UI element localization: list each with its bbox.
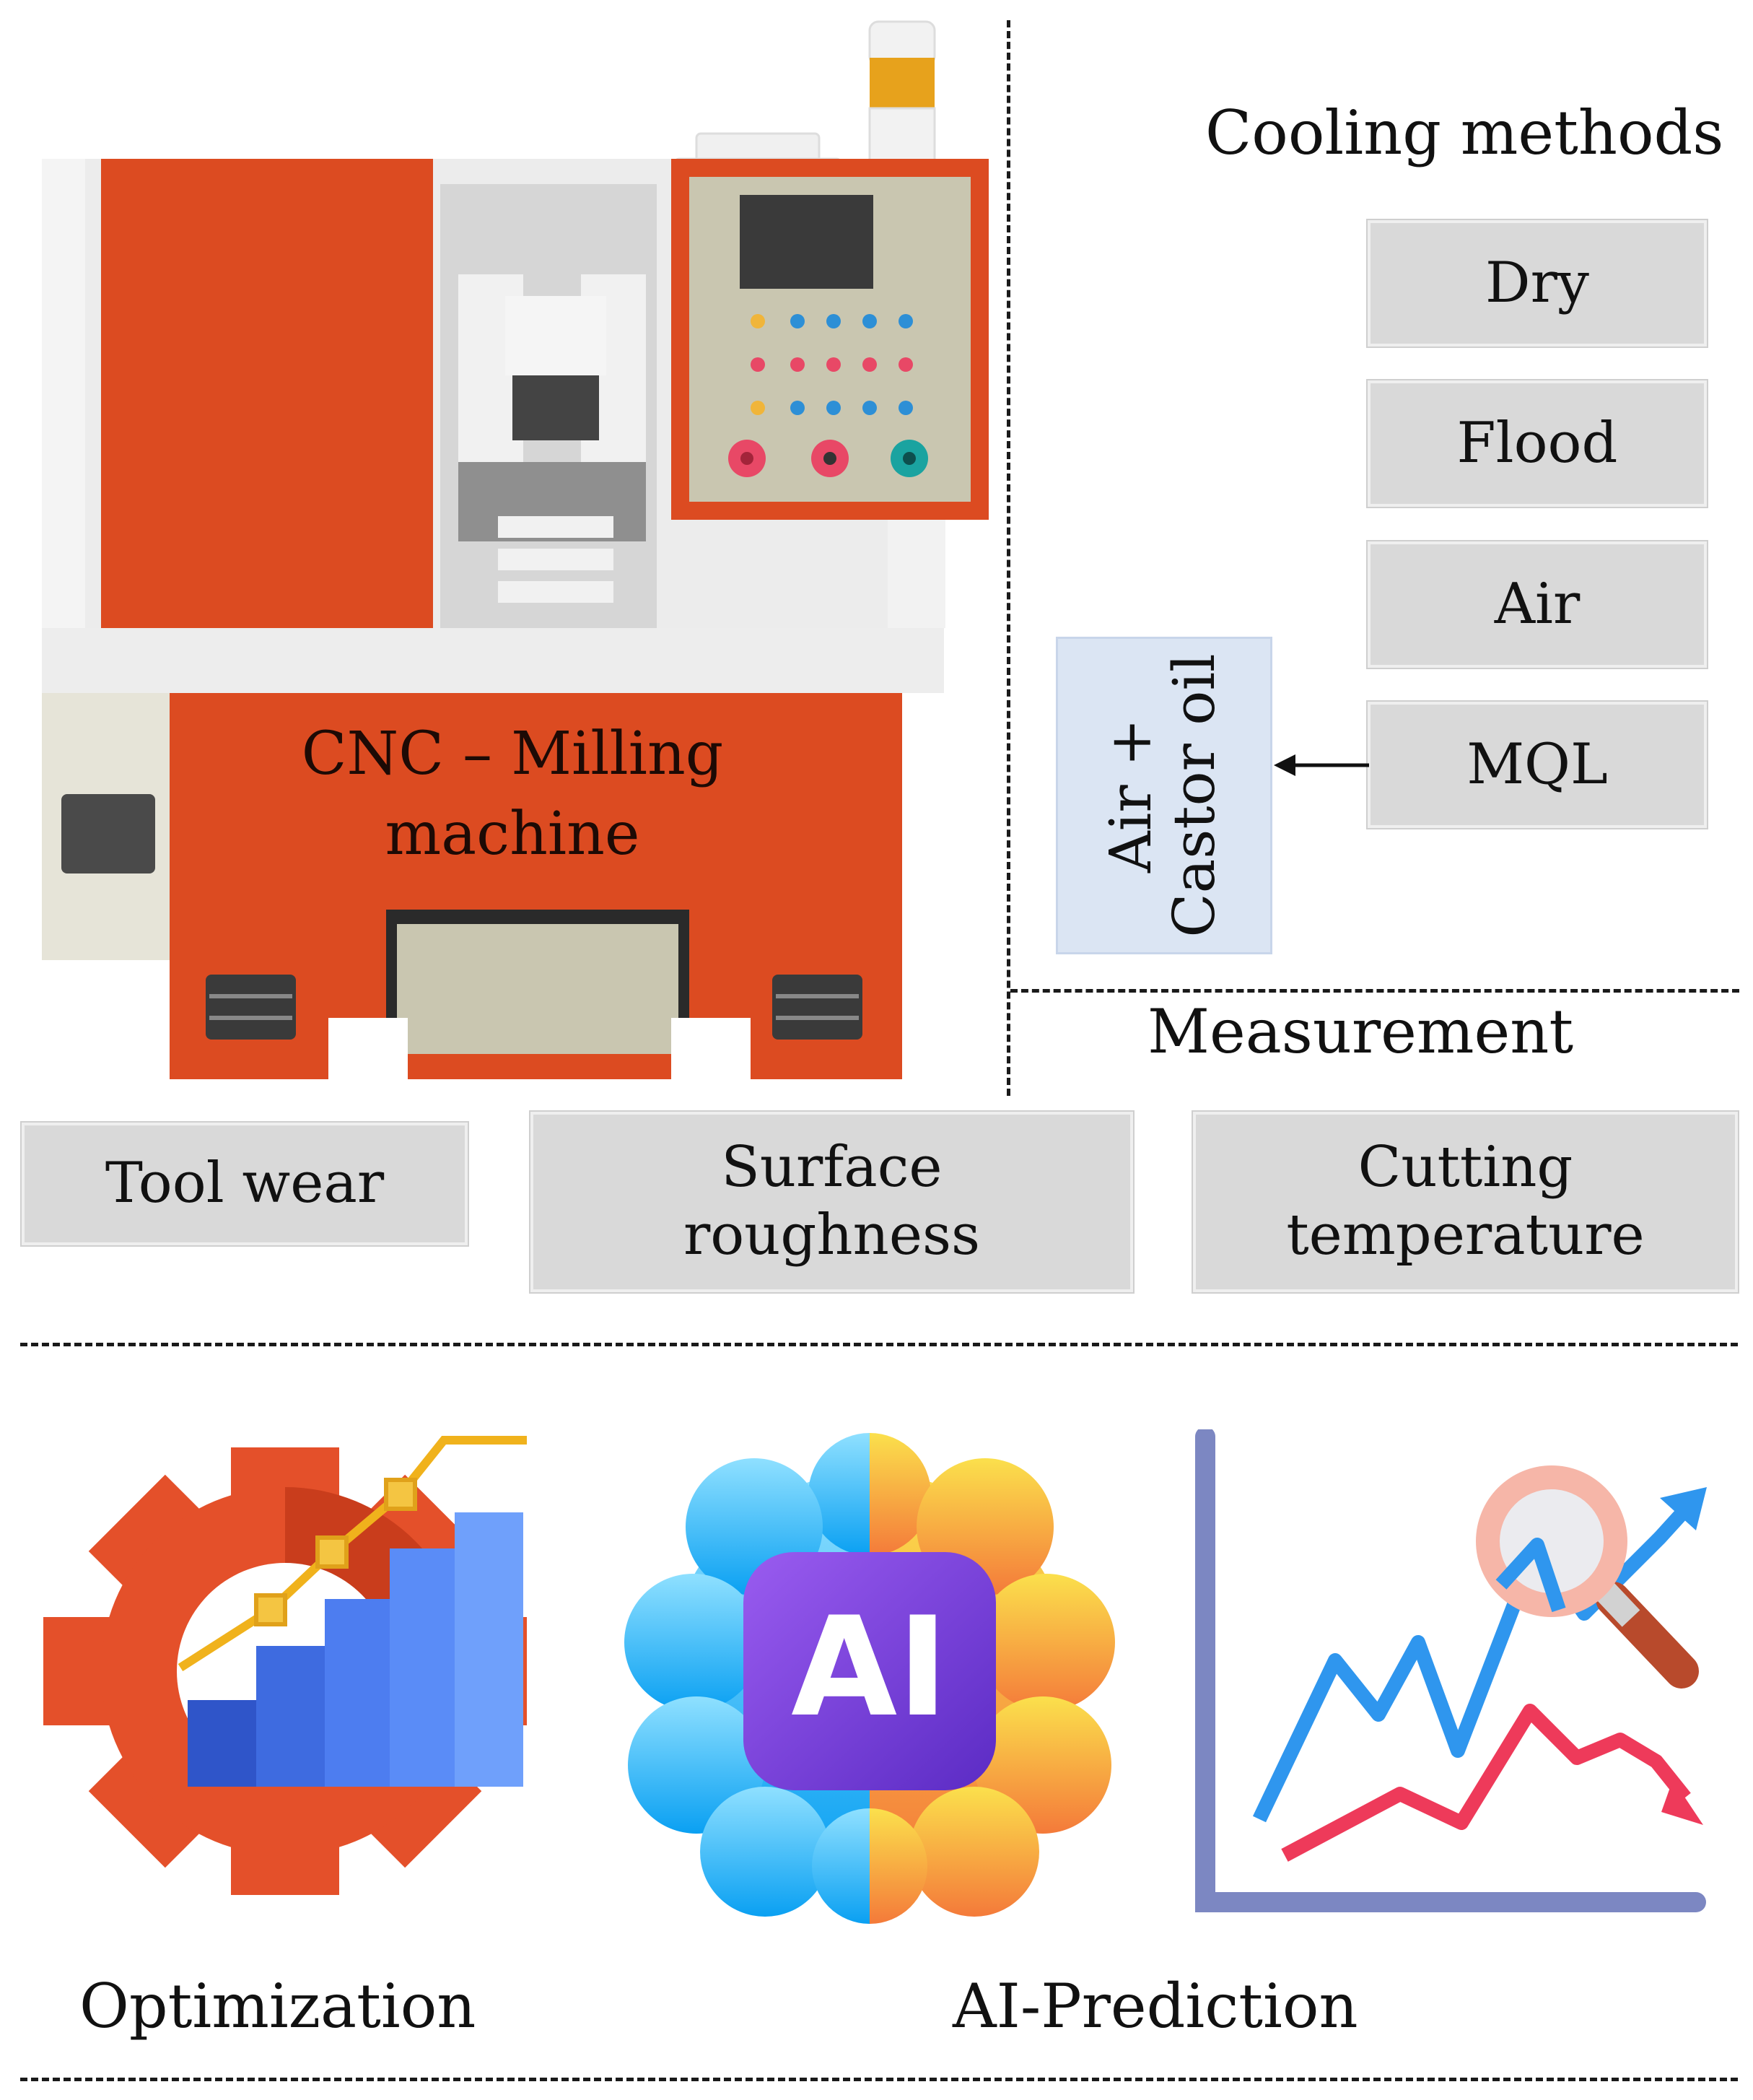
measurement-surface-roughness: Surface roughness [530,1112,1133,1292]
cooling-method-mql: MQL [1368,702,1707,828]
bottom-divider [20,2078,1738,2081]
measurement-heading: Measurement [1147,996,1574,1067]
cooling-method-flood: Flood [1368,380,1707,507]
surface-roughness-line2: roughness [683,1203,981,1268]
ai-prediction-label: AI-Prediction [953,1971,1358,2042]
cooling-method-dry: Dry [1368,220,1707,347]
tool-wear-label: Tool wear [105,1151,385,1216]
mql-detail-box [1056,637,1272,954]
mql-detail-text: Air + Castor oil [1097,637,1229,954]
measurement-cutting-temperature: Cutting temperature [1193,1112,1738,1292]
surface-roughness-line1: Surface [721,1135,943,1201]
mql-detail-line1: Air + [1097,718,1164,873]
machine-label: CNC – Milling machine [231,715,794,874]
machine-label-line1: CNC – Milling [301,720,724,788]
middle-divider [20,1343,1738,1346]
measurement-divider [1010,989,1739,993]
gear-chart-icon [43,1436,527,1895]
ai-badge-text: AI [791,1587,948,1747]
cutting-temperature-line1: Cutting [1358,1135,1573,1201]
arrow-left-icon [1274,754,1369,776]
ai-brain-icon: AI [624,1433,1115,1924]
machine-label-line2: machine [385,799,640,868]
cnc-machine-illustration [42,20,989,1079]
measurement-tool-wear: Tool wear [22,1123,468,1245]
cooling-methods-heading: Cooling methods [1205,97,1724,168]
trend-analysis-icon [1195,1429,1707,1912]
vertical-divider [1007,20,1010,1096]
mql-detail-line2: Castor oil [1160,653,1228,938]
cooling-method-air: Air [1368,541,1707,668]
optimization-label: Optimization [79,1971,476,2042]
cutting-temperature-line2: temperature [1286,1203,1645,1268]
